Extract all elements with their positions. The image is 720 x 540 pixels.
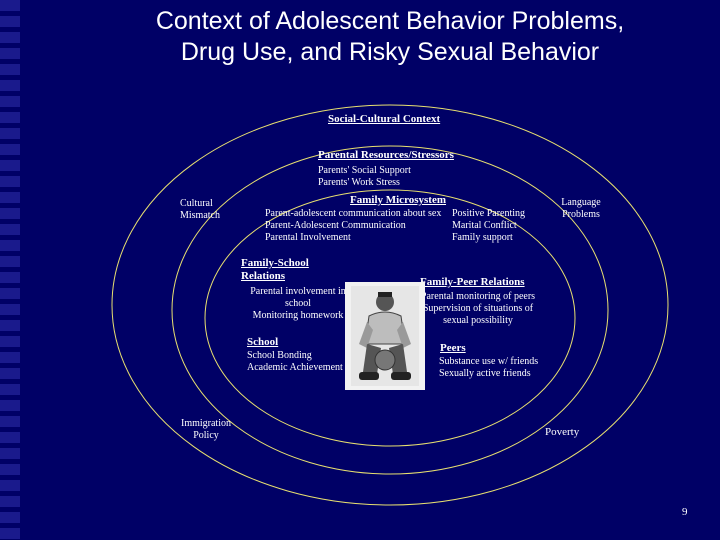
school-list: School Bonding Academic Achievement: [247, 350, 343, 373]
outer-ring: [111, 104, 669, 506]
parental-resources-list: Parents' Social Support Parents' Work St…: [318, 165, 411, 188]
title-line-1: Context of Adolescent Behavior Problems,: [155, 7, 625, 35]
cultural-mismatch-label: Cultural Mismatch: [180, 198, 220, 221]
peers-heading: Peers: [440, 342, 466, 354]
parental-ring: [171, 145, 609, 475]
family-school-heading: Family-School Relations: [241, 257, 309, 282]
family-microsystem-left-list: Parent-adolescent communication about se…: [265, 208, 442, 243]
family-microsystem-heading: Family Microsystem: [350, 194, 447, 206]
peers-list: Substance use w/ friends Sexually active…: [439, 356, 539, 379]
language-problems-label: Language Problems: [561, 197, 601, 220]
family-school-list: Parental involvement in school Monitorin…: [250, 286, 346, 321]
page-number: 9: [682, 506, 688, 518]
title-line-2: Drug Use, and Risky Sexual Behavior: [180, 38, 600, 66]
parental-resources-heading: Parental Resources/Stressors: [318, 149, 454, 161]
side-stripe-decoration: [0, 0, 20, 540]
adolescent-photo: [345, 282, 425, 390]
family-microsystem-right-list: Positive Parenting Marital Conflict Fami…: [452, 208, 526, 243]
slide-title: Context of Adolescent Behavior Problems,…: [60, 6, 720, 68]
family-peer-heading: Family-Peer Relations: [420, 276, 525, 288]
social-cultural-heading: Social-Cultural Context: [328, 113, 441, 125]
family-peer-list: Parental monitoring of peers Supervision…: [420, 291, 536, 326]
adolescent-figure-icon: [345, 282, 425, 390]
family-ring: [204, 189, 576, 447]
school-heading: School: [247, 336, 279, 348]
poverty-label: Poverty: [545, 426, 580, 438]
immigration-policy-label: Immigration Policy: [181, 418, 231, 441]
